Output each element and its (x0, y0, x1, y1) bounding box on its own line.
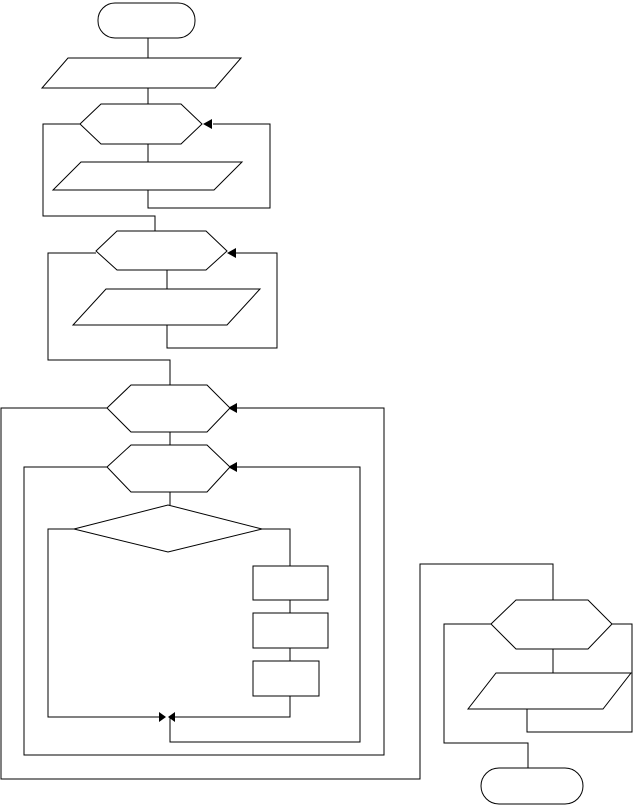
arrowhead-loop-1 (203, 119, 212, 129)
edge-loop-2-exit (47, 252, 171, 385)
start-terminator (97, 2, 196, 39)
process-3-box (252, 660, 320, 697)
inner-loop-hexagon (106, 444, 231, 493)
flowchart-arrowheads (159, 119, 237, 722)
input-1-parallelogram (40, 57, 243, 89)
edge-inner-loop-exit (23, 407, 385, 756)
process-1-box (252, 565, 329, 601)
edge-loop-1-back (147, 123, 271, 209)
edge-outer-loop-exit (0, 407, 554, 780)
io-loop-1-parallelogram (51, 161, 244, 191)
edge-inner-loop-back (169, 466, 361, 743)
output-io-parallelogram (466, 672, 633, 710)
outer-loop-hexagon (106, 384, 231, 433)
output-loop-hexagon (490, 599, 613, 650)
process-2-box (252, 612, 329, 649)
arrowhead-loop-2 (227, 248, 236, 258)
edge-loop-1-exit (42, 123, 156, 231)
edge-decision-yes-branch (262, 528, 291, 566)
io-loop-2-parallelogram (71, 288, 262, 326)
flowchart-nodes (40, 2, 633, 805)
edge-output-loop-exit (443, 623, 529, 768)
edge-loop-2-back (166, 252, 278, 349)
flowchart-connectors (0, 38, 633, 780)
end-terminator (480, 767, 584, 805)
arrowhead-inner-loop (228, 462, 237, 472)
arrowhead-merge-left (159, 712, 166, 722)
edge-output-loop-back (526, 623, 633, 733)
arrowhead-outer-loop (228, 403, 237, 413)
decision-diamond (73, 504, 263, 553)
edge-decision-no-branch (47, 528, 160, 718)
loop-1-hexagon (79, 103, 203, 145)
loop-2-hexagon (95, 230, 228, 271)
arrowhead-merge-right (168, 712, 175, 722)
edge-process-3-to-merge (174, 696, 291, 718)
